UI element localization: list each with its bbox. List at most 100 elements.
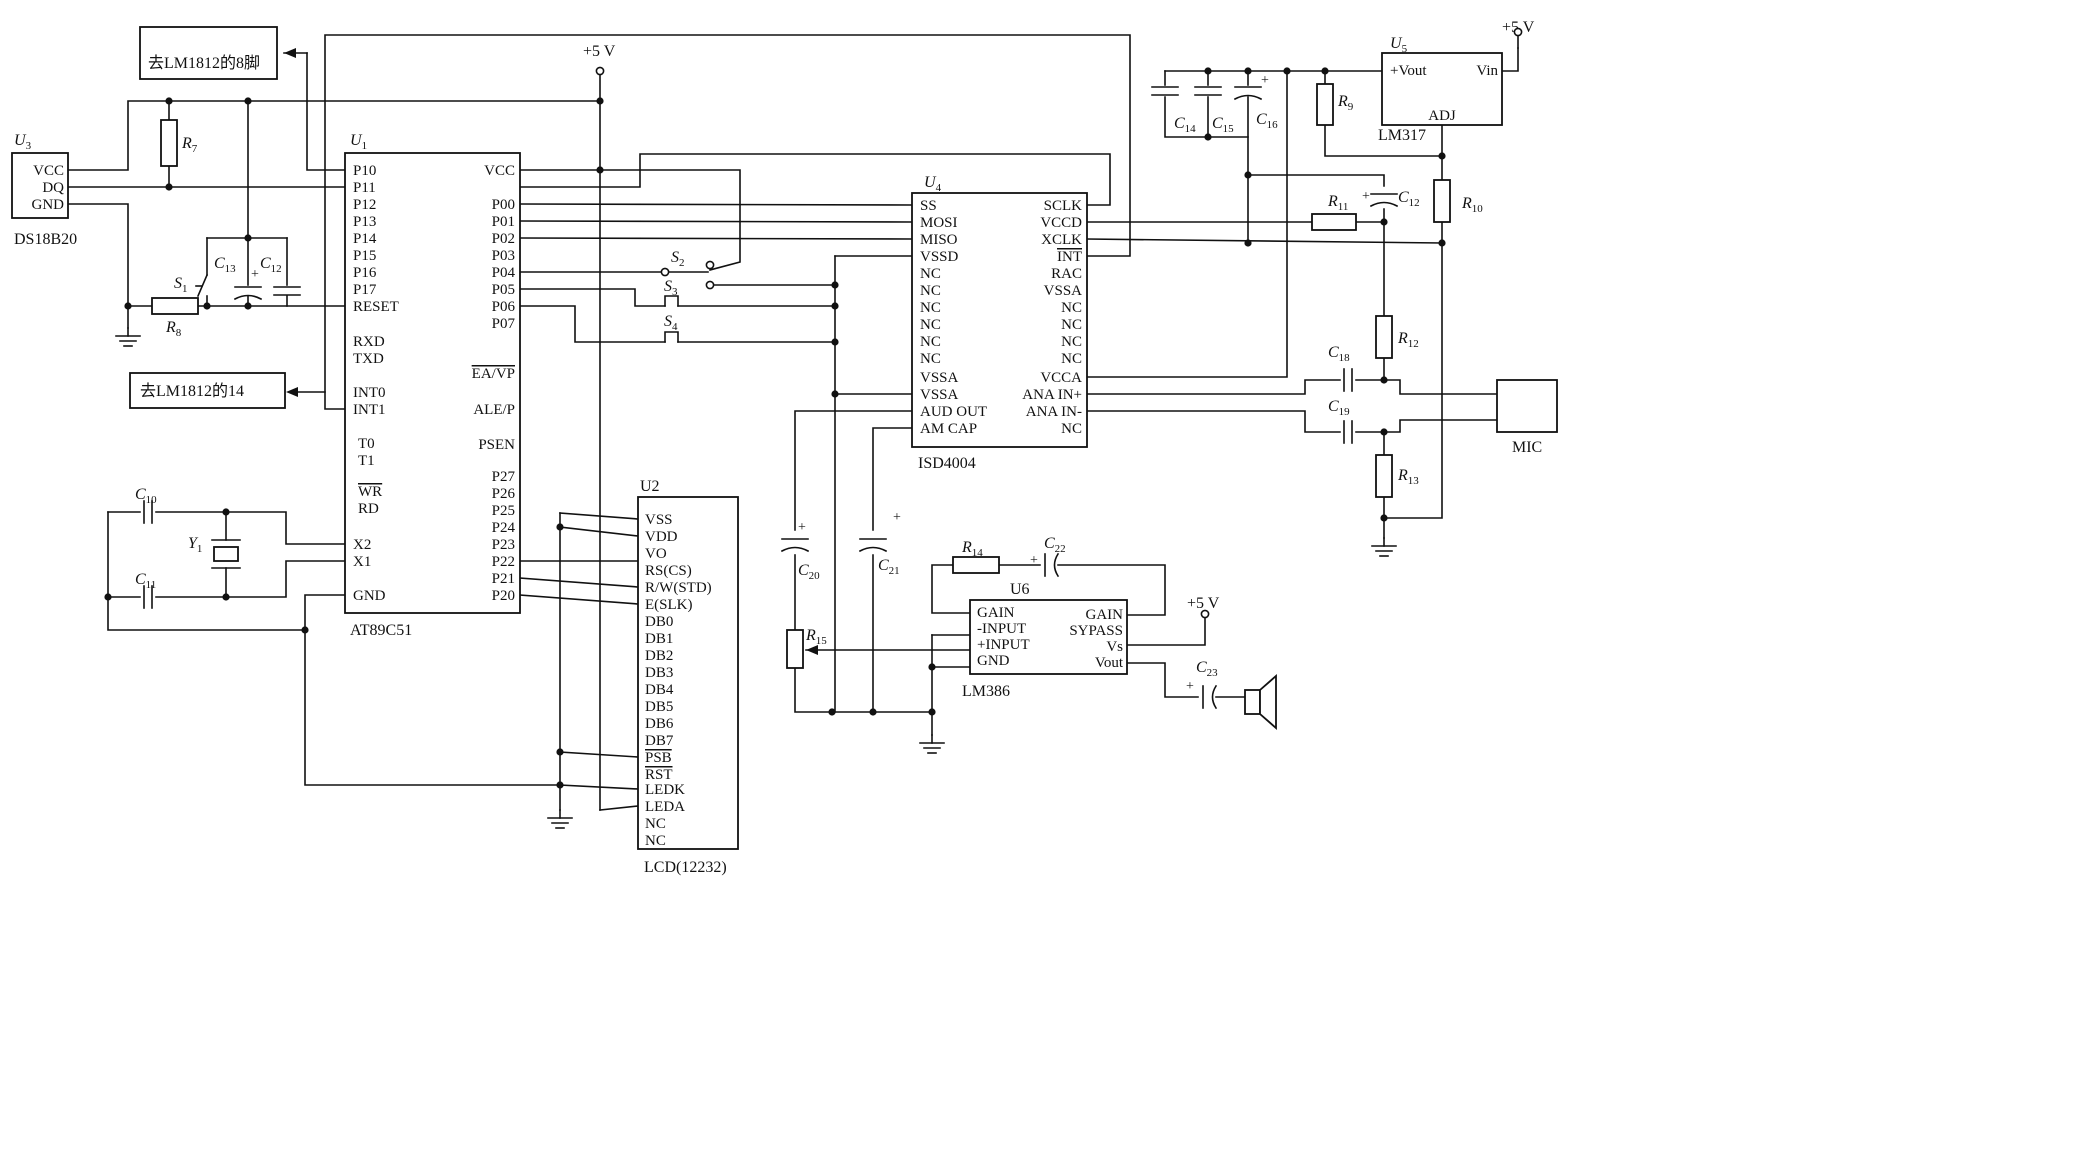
u1-left-pin-0: P10 (353, 163, 376, 179)
u4-left-pin-13: AM CAP (920, 421, 977, 437)
note-lm14-text: 去LM1812的14 (140, 382, 244, 400)
u5-name: LM317 (1378, 127, 1426, 144)
wire-p05-s3 (519, 288, 666, 307)
junction-dot (222, 508, 230, 516)
vcc-label-lm317: +5 V (1502, 19, 1535, 36)
wire-aud-out (794, 410, 913, 531)
wire-xclk-gnd (1086, 238, 1443, 244)
vcc-label-u1: +5 V (583, 43, 616, 60)
junction-dot (1380, 218, 1388, 226)
u4-right-pin-1: VCCD (1040, 215, 1082, 231)
u4-isd4004 (911, 192, 1088, 448)
wire-u3-gnd (67, 203, 129, 329)
junction-dot (104, 593, 112, 601)
u4-right-pin-0: SCLK (1044, 198, 1083, 214)
u4-right-pin-13: NC (1061, 421, 1082, 437)
junction-dot (1204, 67, 1212, 75)
capacitor-label-5: C14 (1174, 115, 1196, 135)
capacitor-c19 (1343, 420, 1353, 444)
wire-vs (1126, 617, 1206, 646)
junction-dot (1438, 239, 1446, 247)
s2-ref: S2 (671, 249, 685, 269)
u4-left-pin-10: VSSA (920, 370, 959, 386)
u2-pin-10: DB4 (645, 682, 674, 698)
resistor-r12 (1375, 315, 1393, 359)
wire-leda (599, 805, 639, 811)
resistor-r15 (786, 629, 804, 669)
crystal-y1 (211, 539, 241, 569)
wire-s2-vcc (599, 169, 741, 271)
u4-left-pin-12: AUD OUT (920, 404, 987, 420)
wire-ledk (559, 784, 639, 790)
junction-dot (596, 166, 604, 174)
resistor-r13 (1375, 454, 1393, 498)
u4-left-pin-9: NC (920, 351, 941, 367)
u1-right-pin-8: P07 (492, 316, 516, 332)
u2-pin-2: VO (645, 546, 667, 562)
junction-dot (1244, 239, 1252, 247)
u1-left-pin-12: INT1 (353, 402, 386, 418)
u3-pin-1: DQ (42, 180, 64, 196)
u6-lm386 (969, 599, 1128, 675)
u1-left-pin-18: X1 (353, 554, 371, 570)
junction-dot (203, 302, 211, 310)
u2-lcd12232 (637, 496, 739, 850)
capacitor-c10 (143, 500, 153, 524)
capacitor-c16 (1233, 86, 1263, 101)
capacitor-label-9: C19 (1328, 398, 1350, 418)
u2-pin-9: DB3 (645, 665, 673, 681)
u2-pin-8: DB2 (645, 648, 673, 664)
s1-ref: S1 (174, 275, 188, 295)
wire-p02-miso (519, 237, 913, 240)
resistor-r14 (952, 556, 1000, 574)
u4-right-pin-3: INT (1057, 249, 1082, 265)
mic-label: MIC (1512, 439, 1542, 456)
u1-right-pin-14: P25 (492, 503, 515, 519)
junction-dot (1380, 376, 1388, 384)
junction-dot (1321, 67, 1329, 75)
u6-left-pin-3: GND (977, 653, 1010, 669)
switch-s2-terminal-top (705, 260, 715, 270)
junction-dot (301, 626, 309, 634)
junction-dot (831, 390, 839, 398)
capacitor-c18 (1343, 368, 1353, 392)
wire-psb (559, 751, 639, 758)
capacitor-label-7: C16 (1256, 111, 1278, 131)
plus-c16: + (1261, 73, 1269, 88)
ground-lm386 (919, 734, 945, 754)
junction-dot (124, 302, 132, 310)
resistor-label-7: R14 (961, 539, 983, 559)
junction-dot (1283, 67, 1291, 75)
junction-dot (1438, 152, 1446, 160)
junction-dot (928, 708, 936, 716)
u1-left-pin-2: P12 (353, 197, 376, 213)
capacitor-c11 (143, 585, 153, 609)
junction-dot (1204, 133, 1212, 141)
u5-lm317 (1381, 52, 1503, 126)
wire-x2 (225, 511, 346, 545)
wire-p06-s4 (519, 305, 666, 343)
wire-vout-c23 (1126, 662, 1199, 698)
u1-left-pin-16: RD (358, 501, 379, 517)
components (11, 26, 1558, 850)
junction-dot (928, 663, 936, 671)
resistor-r7 (160, 119, 178, 167)
resistor-r8 (151, 297, 199, 315)
u1-right-pin-0: VCC (484, 163, 515, 179)
wire-x1 (225, 560, 346, 598)
wire-r14-left (931, 564, 971, 614)
u4-left-pin-7: NC (920, 317, 941, 333)
u1-right-pin-12: P27 (492, 469, 516, 485)
u4-name: ISD4004 (918, 455, 976, 472)
u1-right-pin-18: P21 (492, 571, 515, 587)
capacitor-label-10: C20 (798, 562, 820, 582)
switch-s2-terminal-bottom (705, 280, 715, 290)
u1-right-pin-2: P01 (492, 214, 515, 230)
u2-ref: U2 (640, 478, 660, 495)
junction-dot (556, 523, 564, 531)
junction-dot (828, 708, 836, 716)
u1-left-pin-3: P13 (353, 214, 376, 230)
u1-left-pin-17: X2 (353, 537, 371, 553)
u1-right-pin-6: P05 (492, 282, 515, 298)
wire-ana-inn (1086, 410, 1341, 433)
